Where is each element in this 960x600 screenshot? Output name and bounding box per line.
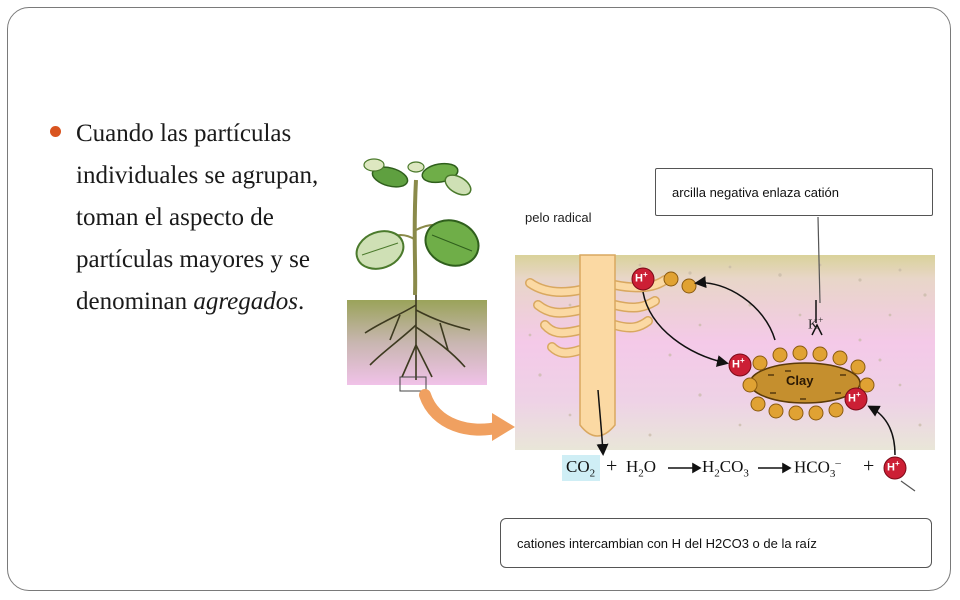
root-hair-label: pelo radical (525, 210, 592, 225)
eq-co2: CO2 (566, 457, 596, 480)
callout-bottom-pointer (900, 480, 916, 492)
hplus-clay-right-label: H+ (848, 390, 861, 405)
hplus-root (631, 267, 655, 291)
eq-plus-1: + (606, 455, 618, 477)
plant-illustration (347, 158, 487, 392)
bullet-text-main: Cuando las partículas individuales se ag… (76, 120, 319, 315)
bullet-text-italic: agregados (193, 288, 298, 315)
eq-h2o: H2O (626, 457, 657, 480)
hplus-clay-left-label: H+ (732, 356, 745, 371)
eq-hplus-label: H+ (887, 459, 900, 474)
cation-particle (663, 271, 679, 287)
clay-label: Clay (786, 373, 814, 388)
callout-bottom: cationes intercambian con H del H2CO3 o … (500, 518, 932, 568)
zoom-arrow-head (492, 413, 515, 441)
bullet-point: Cuando las partículas individuales se ag… (50, 113, 320, 323)
root-hair-structure (525, 254, 670, 437)
bullet-text-end: . (297, 288, 305, 315)
eq-plus-2: + (863, 455, 875, 477)
equation-arrows (668, 462, 792, 474)
hplus-root-label: H+ (635, 270, 648, 285)
hplus-equation (883, 456, 907, 480)
cation-particle (681, 278, 697, 294)
eq-hco3: HCO3– (794, 457, 841, 481)
soil-cation-exchange-figure: H+ H+ H+ Clay K+ pelo radical arcilla ne… (340, 155, 940, 595)
callout-top: arcilla negativa enlaza catión (655, 168, 933, 216)
eq-h2co3: H2CO3 (702, 457, 749, 480)
bullet-text: Cuando las partículas individuales se ag… (76, 113, 320, 323)
flow-arrows (596, 276, 896, 456)
zoom-arrow (419, 389, 506, 436)
clay-particle (742, 345, 875, 421)
k-label: K+ (808, 315, 824, 333)
figure-graphics (347, 158, 935, 492)
hplus-clay-left (728, 353, 752, 377)
hplus-clay-right (844, 387, 868, 411)
callout-top-pointer (817, 216, 821, 304)
co2-highlight (562, 455, 600, 481)
bullet-dot-icon (50, 126, 61, 137)
